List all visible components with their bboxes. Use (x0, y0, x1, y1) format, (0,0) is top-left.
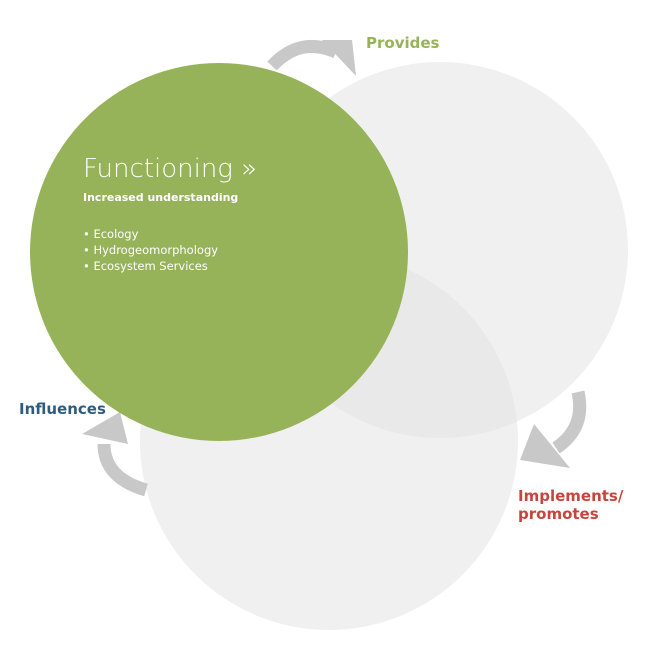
influences-label: Influences (19, 400, 106, 418)
provides-label: Provides (366, 34, 440, 52)
bullet-item: Hydrogeomorphology (83, 242, 383, 258)
bullet-item: Ecology (83, 226, 383, 242)
functioning-subtitle: Increased understanding (83, 191, 239, 204)
bullet-item: Ecosystem Services (83, 258, 383, 274)
functioning-title[interactable]: Functioning » (83, 154, 258, 184)
functioning-bullet-list: Ecology Hydrogeomorphology Ecosystem Ser… (83, 226, 383, 274)
functioning-content: Functioning » Increased understanding Ec… (83, 153, 383, 274)
implements-label: Implements/ promotes (518, 487, 624, 523)
